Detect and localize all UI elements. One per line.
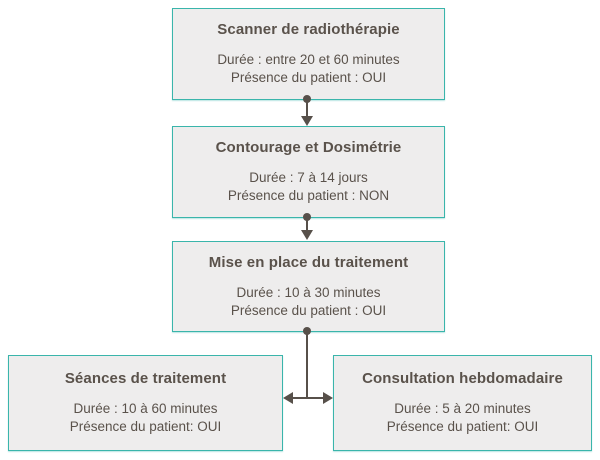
arrow-down-icon xyxy=(301,230,313,240)
step-presence: Présence du patient: OUI xyxy=(386,419,539,434)
step-title: Mise en place du traitement xyxy=(208,253,409,271)
step-box-seances: Séances de traitement Durée : 10 à 60 mi… xyxy=(8,355,283,451)
connector-line xyxy=(306,99,308,119)
connector-line xyxy=(306,331,308,398)
step-presence: Présence du patient : NON xyxy=(227,188,390,203)
step-title: Contourage et Dosimétrie xyxy=(215,139,402,156)
arrow-down-icon xyxy=(301,116,313,126)
step-presence: Présence du patient : OUI xyxy=(230,70,387,85)
step-details: Durée : 7 à 14 jours Présence du patient… xyxy=(228,169,389,205)
step-details: Durée : entre 20 et 60 minutes Présence … xyxy=(217,51,399,87)
connector-line xyxy=(290,397,325,399)
step-title: Scanner de radiothérapie xyxy=(217,21,400,38)
step-presence: Présence du patient : OUI xyxy=(230,302,387,318)
step-box-scanner: Scanner de radiothérapie Durée : entre 2… xyxy=(172,8,445,100)
arrow-right-icon xyxy=(323,392,333,404)
step-details: Durée : 5 à 20 minutes Présence du patie… xyxy=(387,400,539,436)
step-box-consultation: Consultation hebdomadaire Durée : 5 à 20… xyxy=(333,355,592,451)
step-title: Séances de traitement xyxy=(64,370,227,387)
step-title: Consultation hebdomadaire xyxy=(362,370,563,387)
step-duration: Durée : 5 à 20 minutes xyxy=(394,401,531,416)
step-box-mise-en-place: Mise en place du traitement Durée : 10 à… xyxy=(172,241,445,332)
step-duration: Durée : 7 à 14 jours xyxy=(249,170,368,185)
arrow-left-icon xyxy=(283,392,293,404)
step-details: Durée : 10 à 30 minutes Présence du pati… xyxy=(231,284,386,320)
step-duration: Durée : 10 à 60 minutes xyxy=(73,401,218,416)
step-presence: Présence du patient: OUI xyxy=(69,419,222,434)
step-duration: Durée : 10 à 30 minutes xyxy=(236,284,381,300)
step-box-contourage: Contourage et Dosimétrie Durée : 7 à 14 … xyxy=(172,126,445,218)
step-duration: Durée : entre 20 et 60 minutes xyxy=(217,52,400,67)
step-details: Durée : 10 à 60 minutes Présence du pati… xyxy=(70,400,222,436)
connector-line xyxy=(306,217,308,232)
